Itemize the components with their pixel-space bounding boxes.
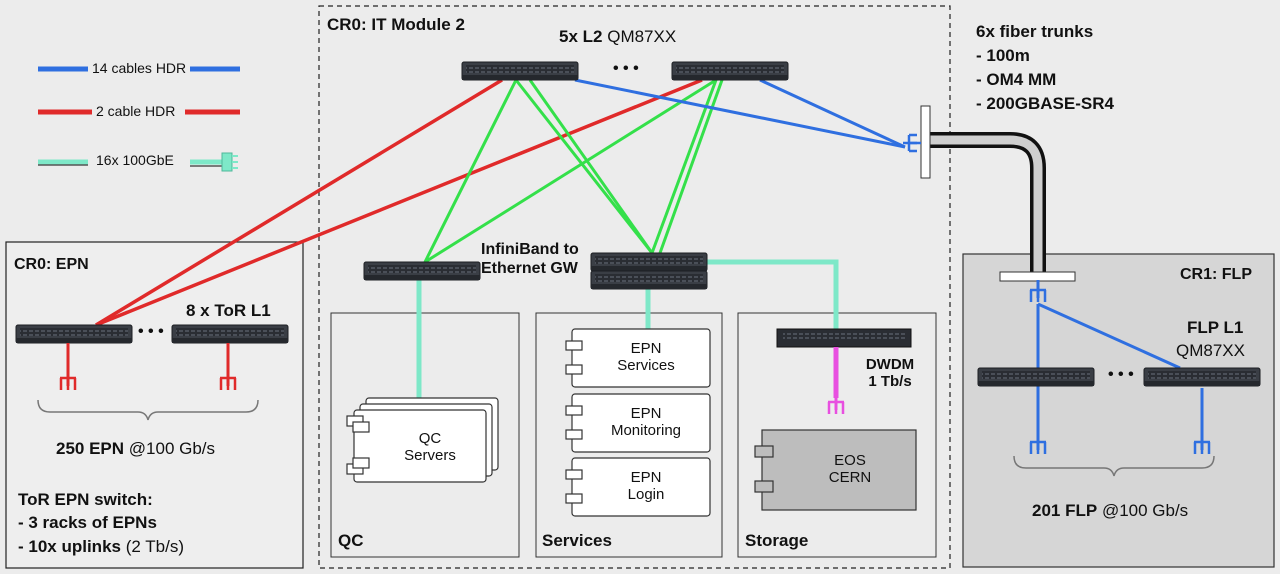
qc-servers-stack <box>346 397 499 483</box>
teal-links <box>416 259 839 414</box>
tor-racks: - 3 racks of EPNs <box>18 513 157 532</box>
legend-red-label: 2 cable HDR <box>96 103 176 119</box>
legend-blue-label: 14 cables HDR <box>92 60 187 76</box>
fiber-title: 6x fiber trunks <box>976 22 1094 41</box>
epn-title: CR0: EPN <box>14 256 89 273</box>
gateway-switch-2 <box>590 270 708 290</box>
tor-switch-title: ToR EPN switch: <box>18 490 153 509</box>
qc-switch <box>363 261 481 281</box>
dwdm-device <box>776 328 912 348</box>
l2-switch-1 <box>461 61 579 81</box>
tor-label: 8 x ToR L1 <box>186 301 271 320</box>
l2-switch-5 <box>671 61 789 81</box>
flp-brace <box>1013 455 1215 477</box>
flp-switch-n <box>1143 367 1261 387</box>
flp-count: 201 FLP @100 Gb/s <box>1032 501 1189 520</box>
flp-switch-1 <box>977 367 1095 387</box>
fiber-trunk-cable <box>926 132 1046 272</box>
epn-count: 250 EPN @100 Gb/s <box>56 439 216 458</box>
gateway-label-line1: InfiniBand to <box>481 241 579 258</box>
blue-link-1 <box>574 78 906 149</box>
green-links <box>423 78 724 264</box>
tor-switch-8 <box>171 324 289 344</box>
fiber-ib-connector-icon <box>903 133 921 153</box>
epn-region <box>5 241 304 569</box>
blue-link-2 <box>759 78 906 149</box>
storage-label: Storage <box>745 531 809 550</box>
flp-title: CR1: FLP <box>1180 266 1252 283</box>
red-link-2 <box>95 78 703 327</box>
gateway-label-line2: Ethernet GW <box>481 260 578 277</box>
flp-l1-model: QM87XX <box>1176 341 1245 360</box>
l2-ellipsis: • • • <box>613 60 639 77</box>
legend-green-connector-icon <box>190 152 238 172</box>
tor-uplinks: - 10x uplinks (2 Tb/s) <box>18 537 184 556</box>
flp-ellipsis: • • • <box>1108 366 1134 383</box>
fiber-line-1: - 100m <box>976 46 1030 65</box>
eos-cern-box <box>754 429 917 511</box>
flp-l1-label: FLP L1 <box>1187 318 1244 337</box>
flp-region <box>962 253 1275 568</box>
fiber-line-2: - OM4 MM <box>976 70 1057 89</box>
it-module-region <box>318 5 951 569</box>
it-module-title: CR0: IT Module 2 <box>327 15 465 34</box>
legend-green-label: 16x 100GbE <box>96 152 174 168</box>
fiber-patch-panel-top <box>920 105 931 179</box>
epn-brace <box>37 399 259 421</box>
services-label: Services <box>542 531 612 550</box>
red-link-1 <box>95 78 503 327</box>
l2-label: 5x L2 QM87XX <box>559 27 677 46</box>
tor-switch-1 <box>15 324 133 344</box>
fiber-line-3: - 200GBASE-SR4 <box>976 94 1114 113</box>
tor-ellipsis: • • • <box>138 323 164 340</box>
qc-label: QC <box>338 531 364 550</box>
gateway-switch-1 <box>590 252 708 272</box>
fiber-patch-panel-bottom <box>999 271 1076 282</box>
